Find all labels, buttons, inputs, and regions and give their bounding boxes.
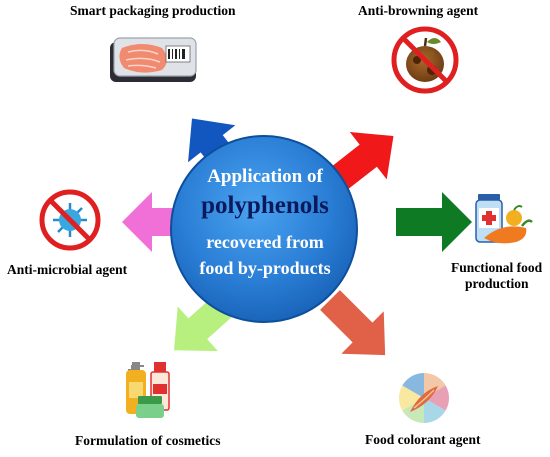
center-circle bbox=[170, 135, 358, 323]
label-functional-food-line1: Functional food bbox=[451, 260, 543, 275]
center-title-line4: food by-products bbox=[199, 258, 331, 278]
label-smart-packaging: Smart packaging production bbox=[70, 3, 236, 18]
center-title-line3: recovered from bbox=[206, 232, 324, 252]
label-anti-browning: Anti-browning agent bbox=[358, 3, 479, 18]
medicine-bottle-with-fruit-icon bbox=[475, 194, 533, 244]
cosmetic-bottles-icon bbox=[126, 362, 170, 418]
arrow-functional-food bbox=[396, 192, 472, 252]
arrow-food-colorant bbox=[320, 290, 386, 356]
center-title-line1: Application of bbox=[207, 166, 323, 187]
label-functional-food-line2: production bbox=[465, 276, 529, 291]
label-food-colorant: Food colorant agent bbox=[365, 432, 481, 447]
color-wheel-icon bbox=[399, 373, 449, 423]
prohibited-microbe-icon bbox=[39, 189, 101, 251]
label-anti-microbial: Anti-microbial agent bbox=[7, 262, 128, 277]
arrow-anti-microbial bbox=[122, 192, 198, 252]
label-cosmetics: Formulation of cosmetics bbox=[75, 433, 221, 448]
center-title-polyphenols: polyphenols bbox=[201, 192, 329, 219]
prohibited-rotten-apple-icon bbox=[391, 26, 459, 94]
packaged-salmon-icon bbox=[110, 37, 197, 82]
